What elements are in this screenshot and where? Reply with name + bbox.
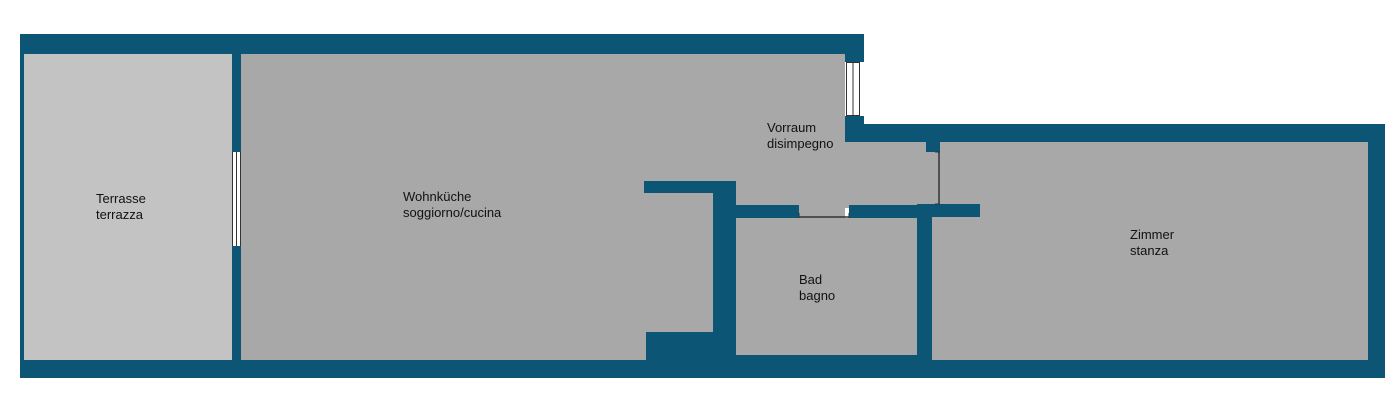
living-kitchen-label-it: soggiorno/cucina — [403, 205, 502, 220]
terrace-floor — [22, 54, 232, 362]
bedroom-door — [935, 151, 940, 205]
wall-bedroom-top — [845, 124, 1385, 142]
room-floors — [22, 54, 1368, 363]
bedroom-floor — [932, 142, 1368, 363]
living-kitchen-alcove-floor — [641, 192, 713, 332]
wall-hallway-east-upper — [845, 54, 864, 62]
entrance-door — [846, 62, 860, 116]
wall-hallway-post — [926, 138, 940, 152]
terrace-label-it: terrazza — [96, 207, 144, 222]
wall-kitchen-counter — [644, 181, 724, 193]
wall-terrace-divider-lower — [232, 246, 241, 360]
bedroom-label-it: stanza — [1130, 243, 1169, 258]
bathroom-door — [798, 213, 850, 218]
wall-bath-east — [917, 205, 932, 360]
hallway-floor — [724, 54, 845, 208]
wall-west — [20, 34, 24, 378]
wall-bath-west — [713, 181, 736, 360]
bedroom-label-de: Zimmer — [1130, 227, 1175, 242]
living-kitchen-label-de: Wohnküche — [403, 189, 471, 204]
walls — [20, 34, 1385, 378]
room-labels: Terrasse terrazza Wohnküche soggiorno/cu… — [96, 120, 1175, 303]
wall-terrace-divider-upper — [232, 54, 241, 152]
openings — [232, 62, 940, 246]
terrace-label-de: Terrasse — [96, 191, 146, 206]
wall-shaft — [646, 332, 714, 360]
terrace-window — [232, 152, 241, 246]
wall-top-west — [20, 34, 864, 54]
hallway-label-it: disimpegno — [767, 136, 834, 151]
wall-bottom — [20, 360, 1385, 378]
hallway-east-floor — [845, 140, 939, 208]
bathroom-floor — [736, 218, 917, 355]
wall-bath-bottom — [713, 355, 932, 360]
bathroom-label-de: Bad — [799, 272, 822, 287]
hallway-label-de: Vorraum — [767, 120, 816, 135]
bathroom-label-it: bagno — [799, 288, 835, 303]
wall-bath-top-right — [849, 205, 932, 218]
wall-east — [1368, 124, 1385, 378]
wall-bath-top-left — [713, 205, 799, 218]
wall-bedroom-stub — [917, 204, 980, 217]
